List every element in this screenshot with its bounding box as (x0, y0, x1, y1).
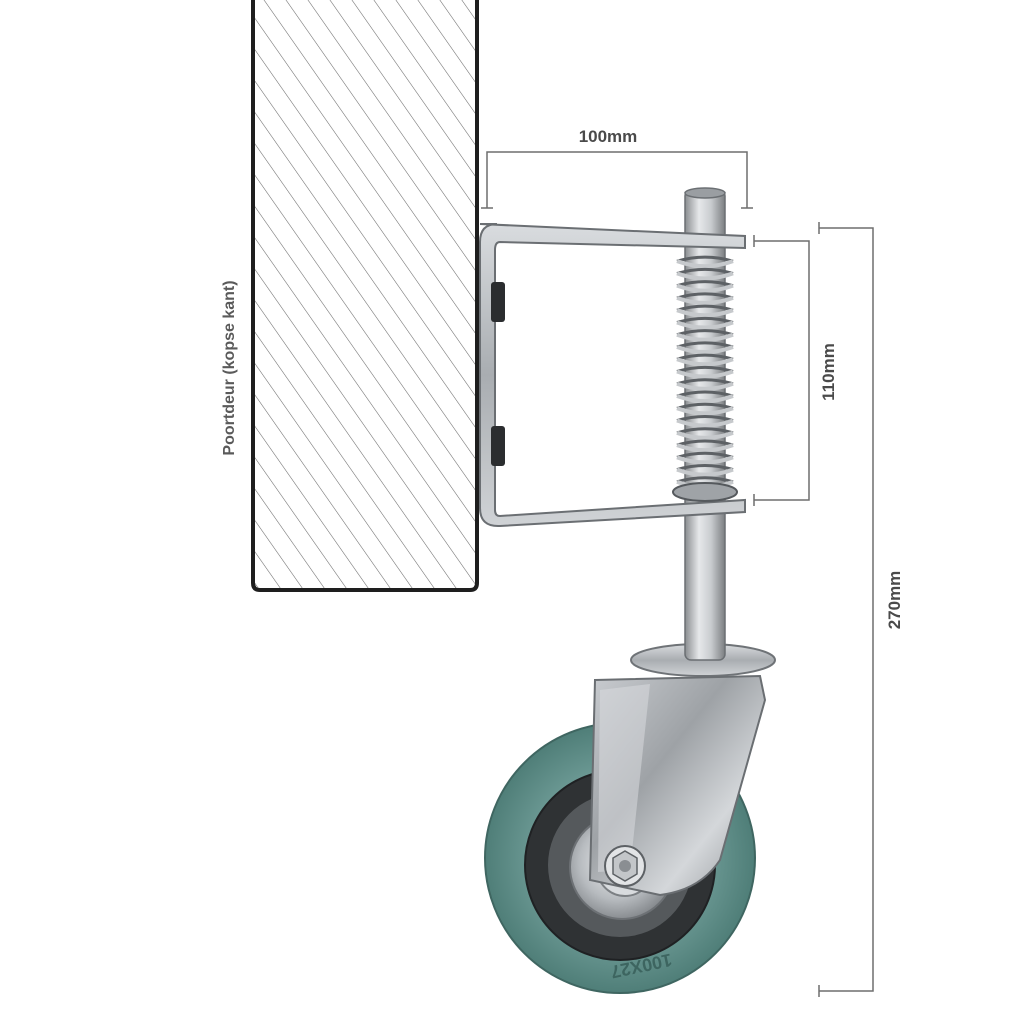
spring-coil-back (676, 329, 734, 337)
spring-coil-back (676, 464, 734, 472)
spring-coil-front (676, 418, 734, 428)
width-dimension (481, 151, 753, 209)
spring-coil-back (676, 439, 734, 447)
spring-dimension-label: 110mm (819, 343, 838, 401)
spring-coil-front (676, 271, 734, 281)
spring-coil-front (676, 283, 734, 293)
axle-nut (604, 845, 646, 887)
spring (676, 255, 734, 489)
spring-coil-back (676, 304, 734, 312)
spring-coil-front (676, 443, 734, 453)
spring-coil-back (676, 280, 734, 288)
spring-coil-front (676, 320, 734, 330)
spring-coil-back (676, 390, 734, 398)
spring-coil-front (676, 369, 734, 379)
spring-coil-front (676, 357, 734, 367)
spring-coil-front (676, 259, 734, 269)
spring-coil-back (676, 414, 734, 422)
spring-coil-front (676, 345, 734, 355)
mounting-bracket (479, 223, 746, 528)
spring-coil-front (676, 332, 734, 342)
spring-coil-back (676, 476, 734, 484)
spring-coil-back (676, 378, 734, 386)
spring-coil-back (676, 316, 734, 324)
spring-dimension (753, 235, 810, 506)
bracket-bumper-top (491, 282, 505, 322)
spring-coil-front (676, 430, 734, 440)
spring-coil-back (676, 292, 734, 300)
gate-door (251, 0, 479, 592)
width-dimension-label: 100mm (579, 127, 638, 146)
spring-coil-back (676, 365, 734, 373)
spring-coil-front (676, 296, 734, 305)
spring-coil-front (676, 455, 734, 465)
spring-coil-back (676, 451, 734, 459)
spring-coil-back (676, 427, 734, 435)
spring-collar (672, 482, 738, 502)
spring-coil-front (676, 406, 734, 416)
spring-coil-back (676, 267, 734, 275)
swivel-fork (588, 643, 776, 897)
spring-coil-back (676, 255, 734, 263)
height-dimension-label: 270mm (885, 571, 904, 630)
rod-top-cap (684, 187, 726, 199)
spring-coil-back (676, 402, 734, 410)
spring-coil-front (676, 308, 734, 318)
spring-coil-back (676, 341, 734, 349)
spring-coil-front (676, 381, 734, 391)
bracket-bumper-bottom (491, 426, 505, 466)
spring-coil-back (676, 353, 734, 361)
height-dimension (818, 222, 874, 997)
spring-coil-front (676, 467, 734, 477)
door-label: Poortdeur (kopse kant) (221, 280, 238, 455)
spring-coil-front (676, 394, 734, 404)
